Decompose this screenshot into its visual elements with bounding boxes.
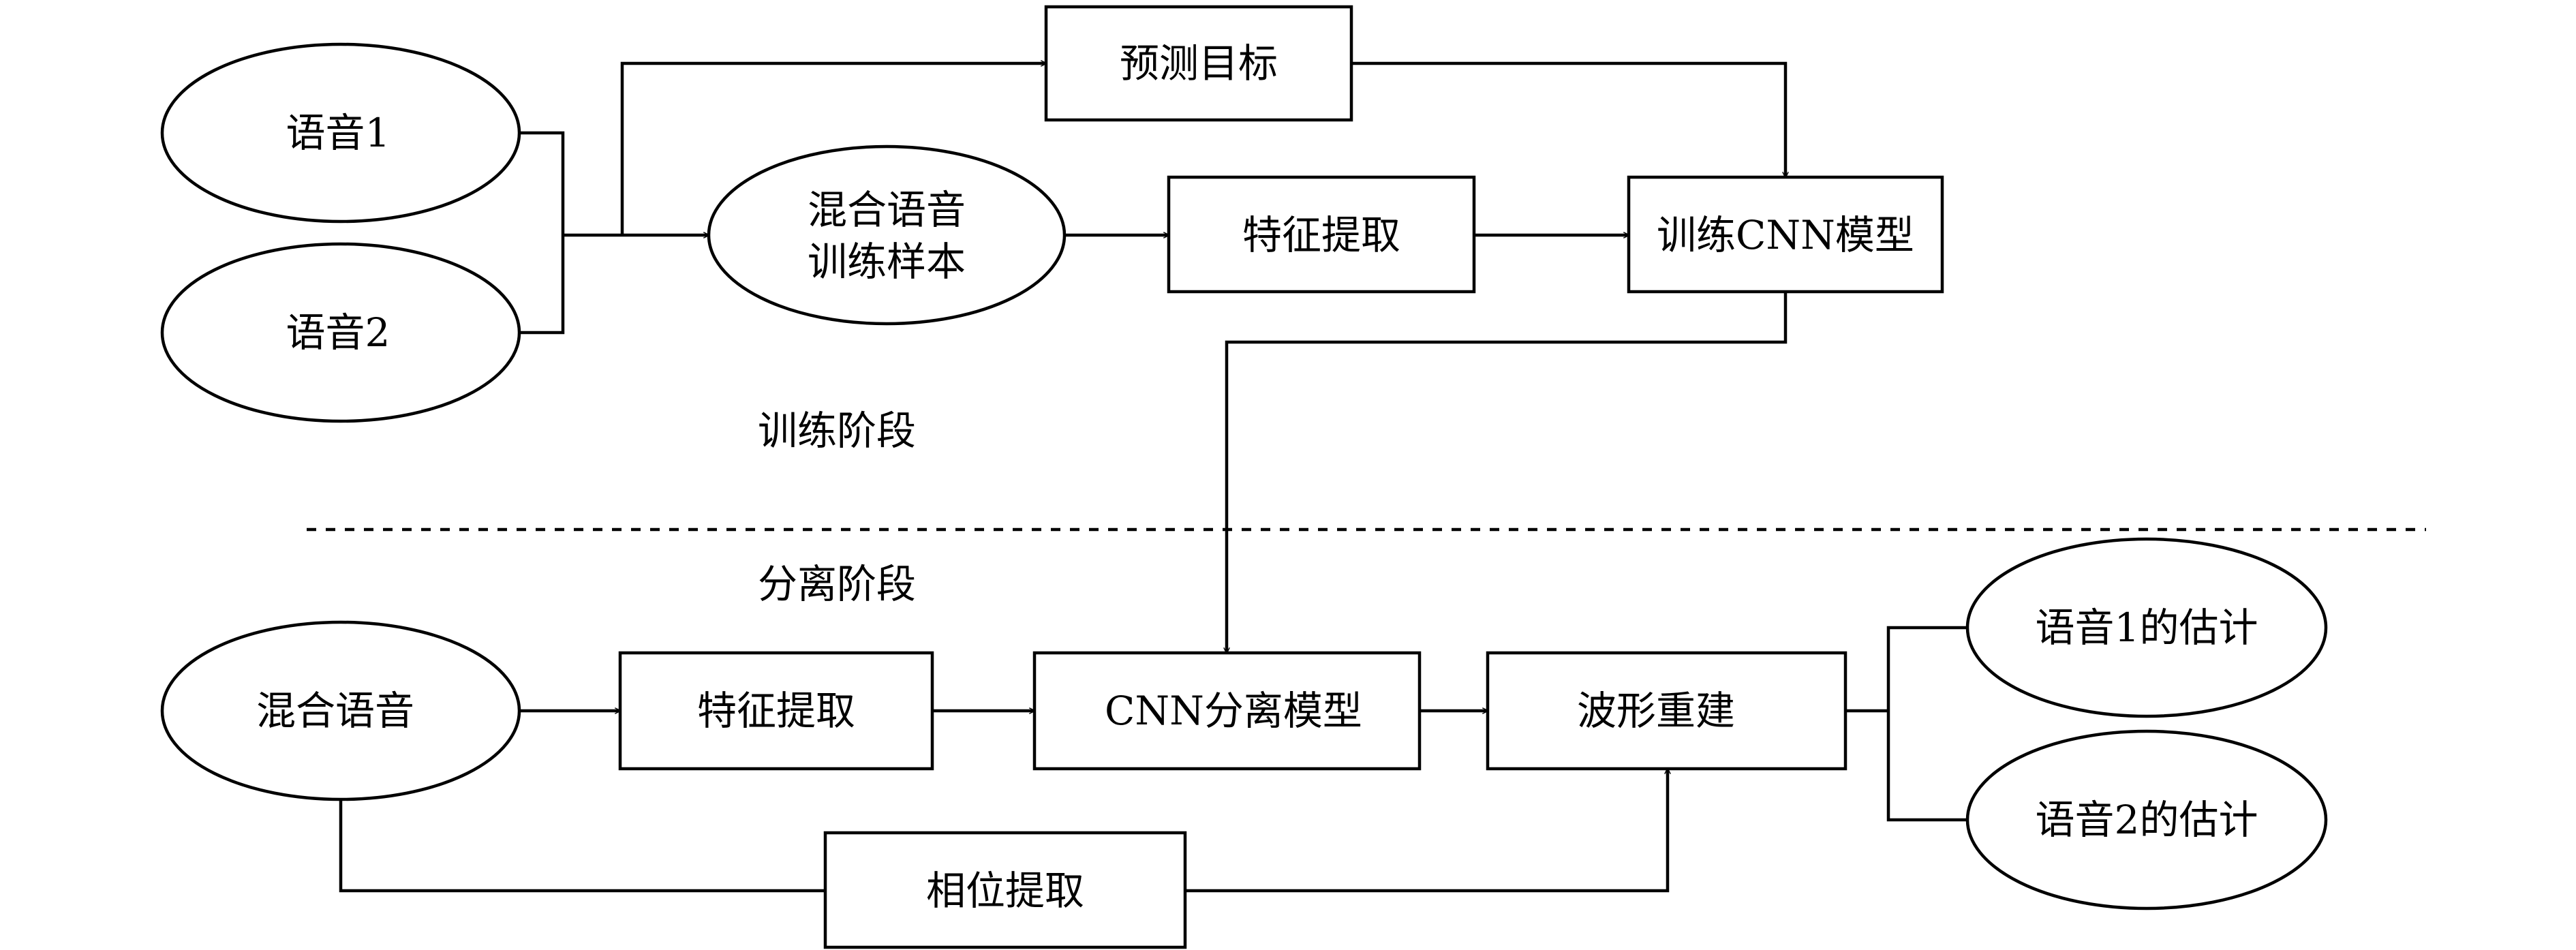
waveform-reconstruction-label: 波形重建 bbox=[1577, 688, 1735, 734]
feature-extraction-sep-node: 特征提取 bbox=[618, 651, 934, 771]
speech1-estimate-label: 语音1的估计 bbox=[2036, 604, 2258, 651]
arrow-target-to-train-cnn bbox=[1351, 61, 1785, 177]
connector-to-speech1-estimate bbox=[1886, 626, 1967, 711]
speech2-estimate-label: 语音2的估计 bbox=[2036, 797, 2258, 843]
mixed-training-sample-label-line2: 训练样本 bbox=[808, 239, 966, 285]
phase-extraction-label: 相位提取 bbox=[926, 868, 1084, 914]
speech2-node: 语音2 bbox=[160, 242, 521, 423]
waveform-reconstruction-node: 波形重建 bbox=[1486, 651, 1847, 771]
mixed-training-sample-node: 混合语音 训练样本 bbox=[707, 144, 1067, 326]
arrow-train-cnn-to-separation-model bbox=[1227, 293, 1788, 653]
train-cnn-model-label: 训练CNN模型 bbox=[1657, 212, 1914, 258]
cnn-separation-model-label: CNN分离模型 bbox=[1105, 688, 1362, 734]
prediction-target-node: 预测目标 bbox=[1044, 5, 1353, 122]
arrow-to-prediction-target bbox=[620, 63, 1046, 235]
separation-connectors bbox=[339, 626, 1967, 893]
training-stage-label: 训练阶段 bbox=[758, 408, 916, 454]
train-cnn-model-node: 训练CNN模型 bbox=[1627, 175, 1944, 294]
prediction-target-label: 预测目标 bbox=[1120, 40, 1278, 87]
speech2-estimate-node: 语音2的估计 bbox=[1965, 729, 2328, 910]
connector-speech1-to-junction bbox=[519, 131, 565, 235]
connector-mixed-to-phase bbox=[339, 799, 825, 893]
cnn-separation-model-node: CNN分离模型 bbox=[1032, 651, 1422, 771]
speech1-label: 语音1 bbox=[286, 110, 390, 156]
feature-extraction-train-node: 特征提取 bbox=[1167, 175, 1476, 294]
mixed-speech-label: 混合语音 bbox=[256, 688, 414, 734]
mixed-training-sample-label-line1: 混合语音 bbox=[808, 187, 966, 233]
training-connectors bbox=[519, 63, 1785, 653]
speech2-label: 语音2 bbox=[286, 309, 390, 356]
arrow-phase-to-waveform bbox=[1185, 769, 1668, 893]
feature-extraction-sep-label: 特征提取 bbox=[697, 688, 855, 734]
separation-stage-label: 分离阶段 bbox=[758, 561, 916, 607]
feature-extraction-train-label: 特征提取 bbox=[1242, 212, 1400, 258]
connector-speech2-to-junction bbox=[519, 235, 565, 335]
speech1-node: 语音1 bbox=[160, 42, 521, 224]
speech1-estimate-node: 语音1的估计 bbox=[1965, 537, 2328, 718]
connector-to-speech2-estimate bbox=[1886, 711, 1967, 822]
phase-extraction-node: 相位提取 bbox=[823, 831, 1187, 949]
mixed-speech-node: 混合语音 bbox=[160, 620, 521, 801]
